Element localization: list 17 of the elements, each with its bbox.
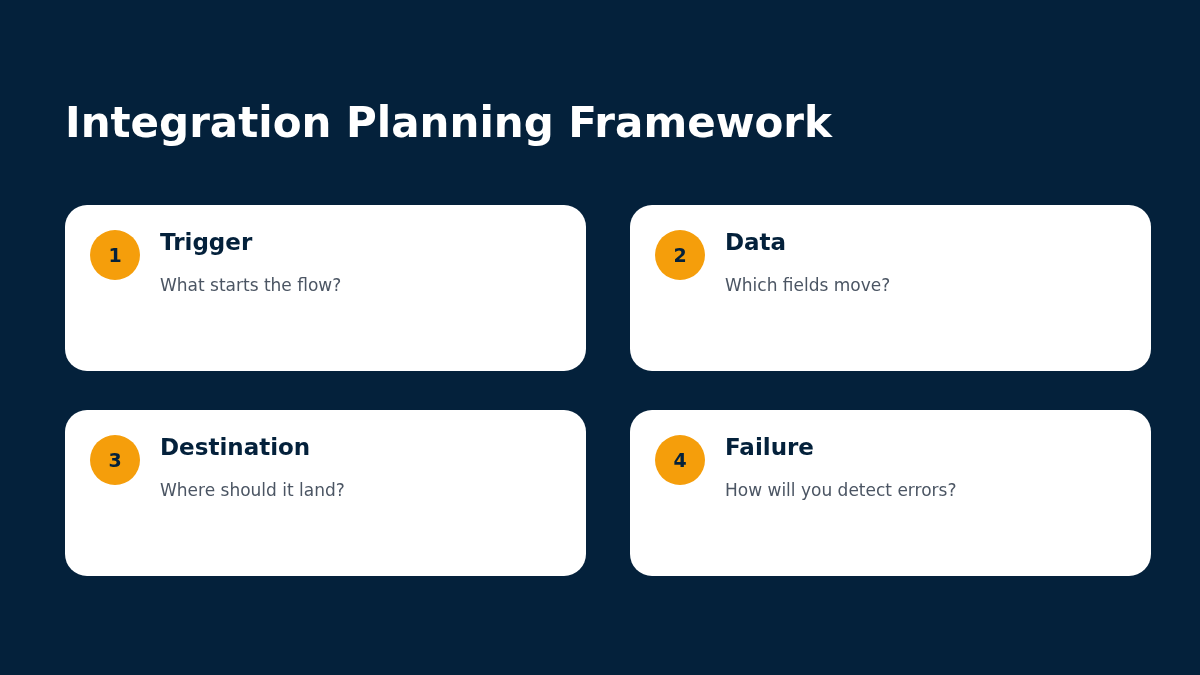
step-number-badge: 3 <box>90 435 140 485</box>
step-card <box>65 410 586 576</box>
step-number-badge: 1 <box>90 230 140 280</box>
step-card <box>630 205 1151 371</box>
step-question: Which fields move? <box>725 275 891 295</box>
step-heading: Destination <box>160 434 311 460</box>
step-question: Where should it land? <box>160 480 345 500</box>
step-question: How will you detect errors? <box>725 480 957 500</box>
step-heading: Trigger <box>160 229 253 255</box>
step-card <box>65 205 586 371</box>
step-heading: Failure <box>725 434 814 460</box>
step-card <box>630 410 1151 576</box>
step-number-badge: 2 <box>655 230 705 280</box>
step-heading: Data <box>725 229 787 255</box>
page-title: Integration Planning Framework <box>65 98 832 147</box>
step-question: What starts the flow? <box>160 275 342 295</box>
step-number-badge: 4 <box>655 435 705 485</box>
